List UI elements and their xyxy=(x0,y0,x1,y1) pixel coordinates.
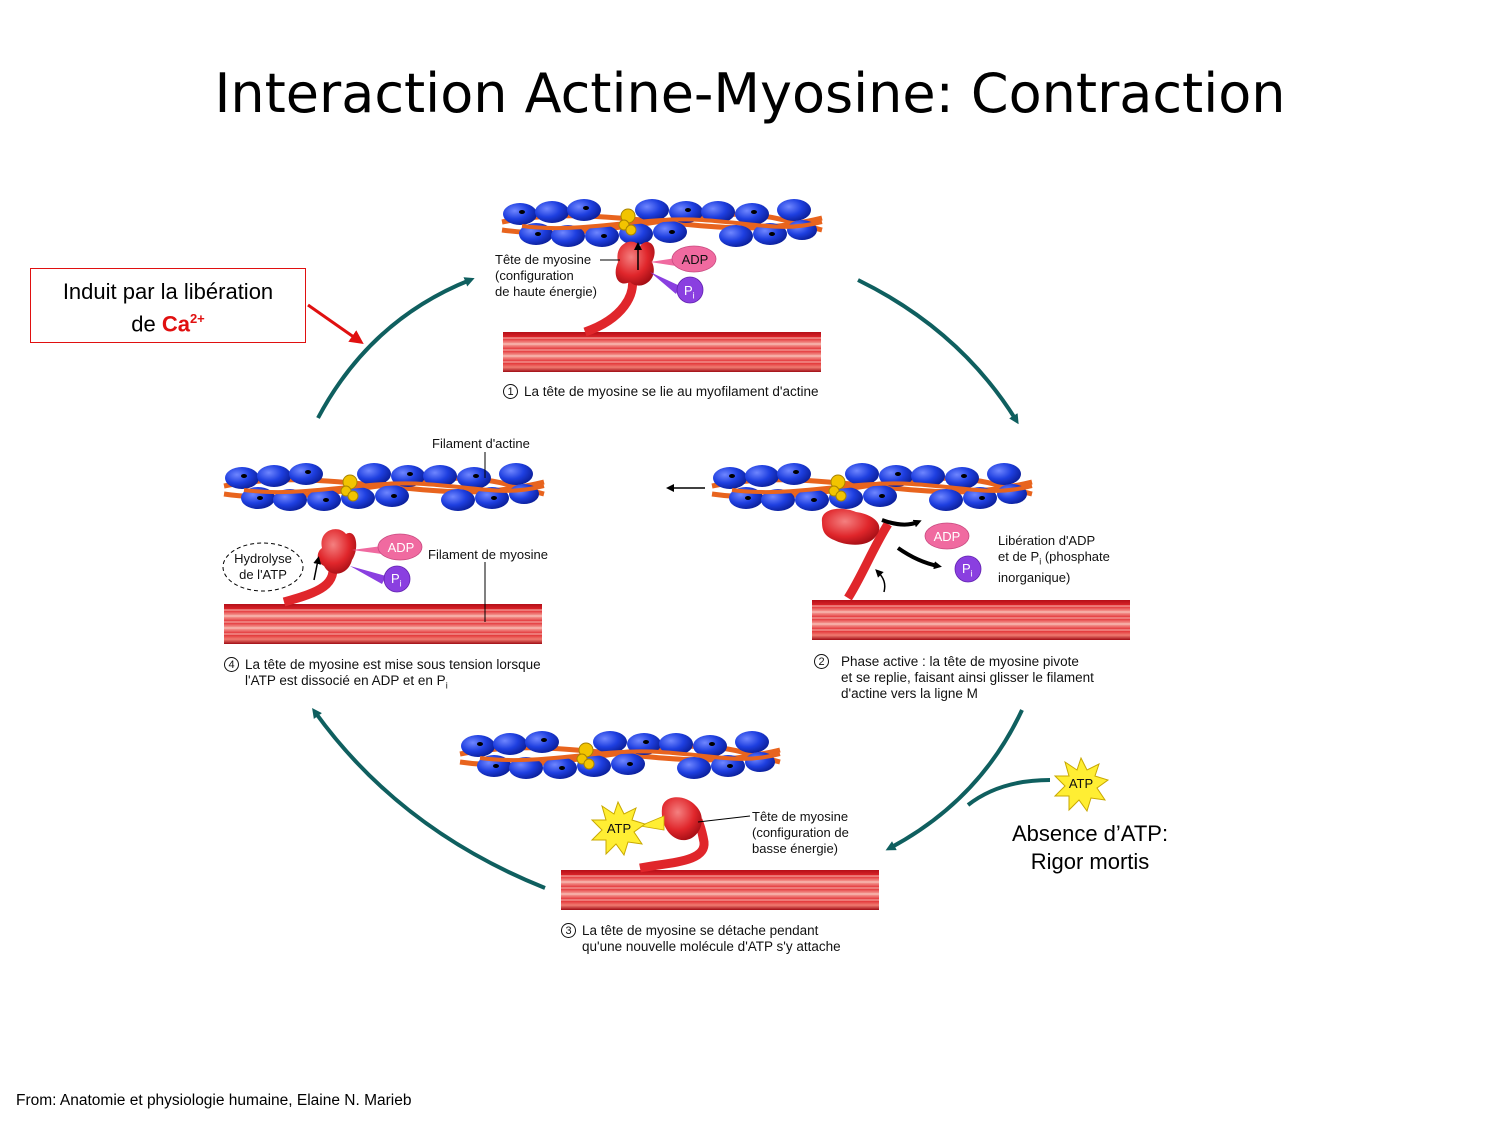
panel-3-atp-label: ATP xyxy=(606,821,632,836)
panel-1-head-label: Tête de myosine (configuration de haute … xyxy=(495,252,597,299)
calcium-ion: Ca xyxy=(161,311,190,337)
cycle-arrow-4-to-1 xyxy=(316,277,475,419)
panel-4-adp-label: ADP xyxy=(387,540,415,555)
step-3-number: 3 xyxy=(561,923,576,938)
actin-filament-label: Filament d'actine xyxy=(432,436,530,451)
panel-1-myosin xyxy=(502,241,822,373)
page-title: Interaction Actine-Myosine: Contraction xyxy=(214,62,1286,125)
panel-2 xyxy=(712,463,1032,511)
step-4-number: 4 xyxy=(224,657,239,672)
panel-1-adp-label: ADP xyxy=(681,252,709,267)
rigor-branch-arrow xyxy=(966,778,1051,807)
step-1-number: 1 xyxy=(503,384,518,399)
source-citation: From: Anatomie et physiologie humaine, E… xyxy=(16,1092,412,1109)
rigor-mortis-label: Absence d’ATP: Rigor mortis xyxy=(1011,821,1169,874)
panel-2-myosin xyxy=(811,508,1131,641)
callout-arrow xyxy=(307,303,364,345)
release-label: Libération d'ADP et de Pi (phosphate ino… xyxy=(998,533,1110,585)
panel-4 xyxy=(224,463,544,511)
rigor-atp-label: ATP xyxy=(1068,776,1094,791)
calcium-charge: 2+ xyxy=(189,311,205,326)
cycle-arrow-2-to-3 xyxy=(885,709,1024,851)
callout-prefix: de xyxy=(131,311,162,337)
cycle-arrow-1-to-2 xyxy=(857,278,1019,425)
hydrolyse-bubble xyxy=(222,542,304,592)
cycle-arrow-3-to-4 xyxy=(312,707,546,890)
panel-4-pi-label: Pi xyxy=(391,571,402,589)
myosin-filament-label: Filament de myosine xyxy=(428,547,548,562)
panel-3-head-label: Tête de myosine (configuration de basse … xyxy=(752,809,849,856)
panel-3 xyxy=(460,731,780,779)
callout-line1: Induit par la libération xyxy=(62,279,274,304)
step-2-number: 2 xyxy=(814,654,829,669)
calcium-callout: Induit par la libération de Ca2+ xyxy=(30,268,306,343)
panel-2-pi-label: Pi xyxy=(962,561,973,579)
panel-1-pi-label: Pi xyxy=(684,283,695,301)
panel-3-myosin xyxy=(560,797,880,911)
hydrolyse-label: Hydrolyse de l'ATP xyxy=(234,551,292,582)
panel-4-myosin xyxy=(222,452,543,645)
panel-2-adp-label: ADP xyxy=(933,529,961,544)
panel-1 xyxy=(502,199,822,247)
